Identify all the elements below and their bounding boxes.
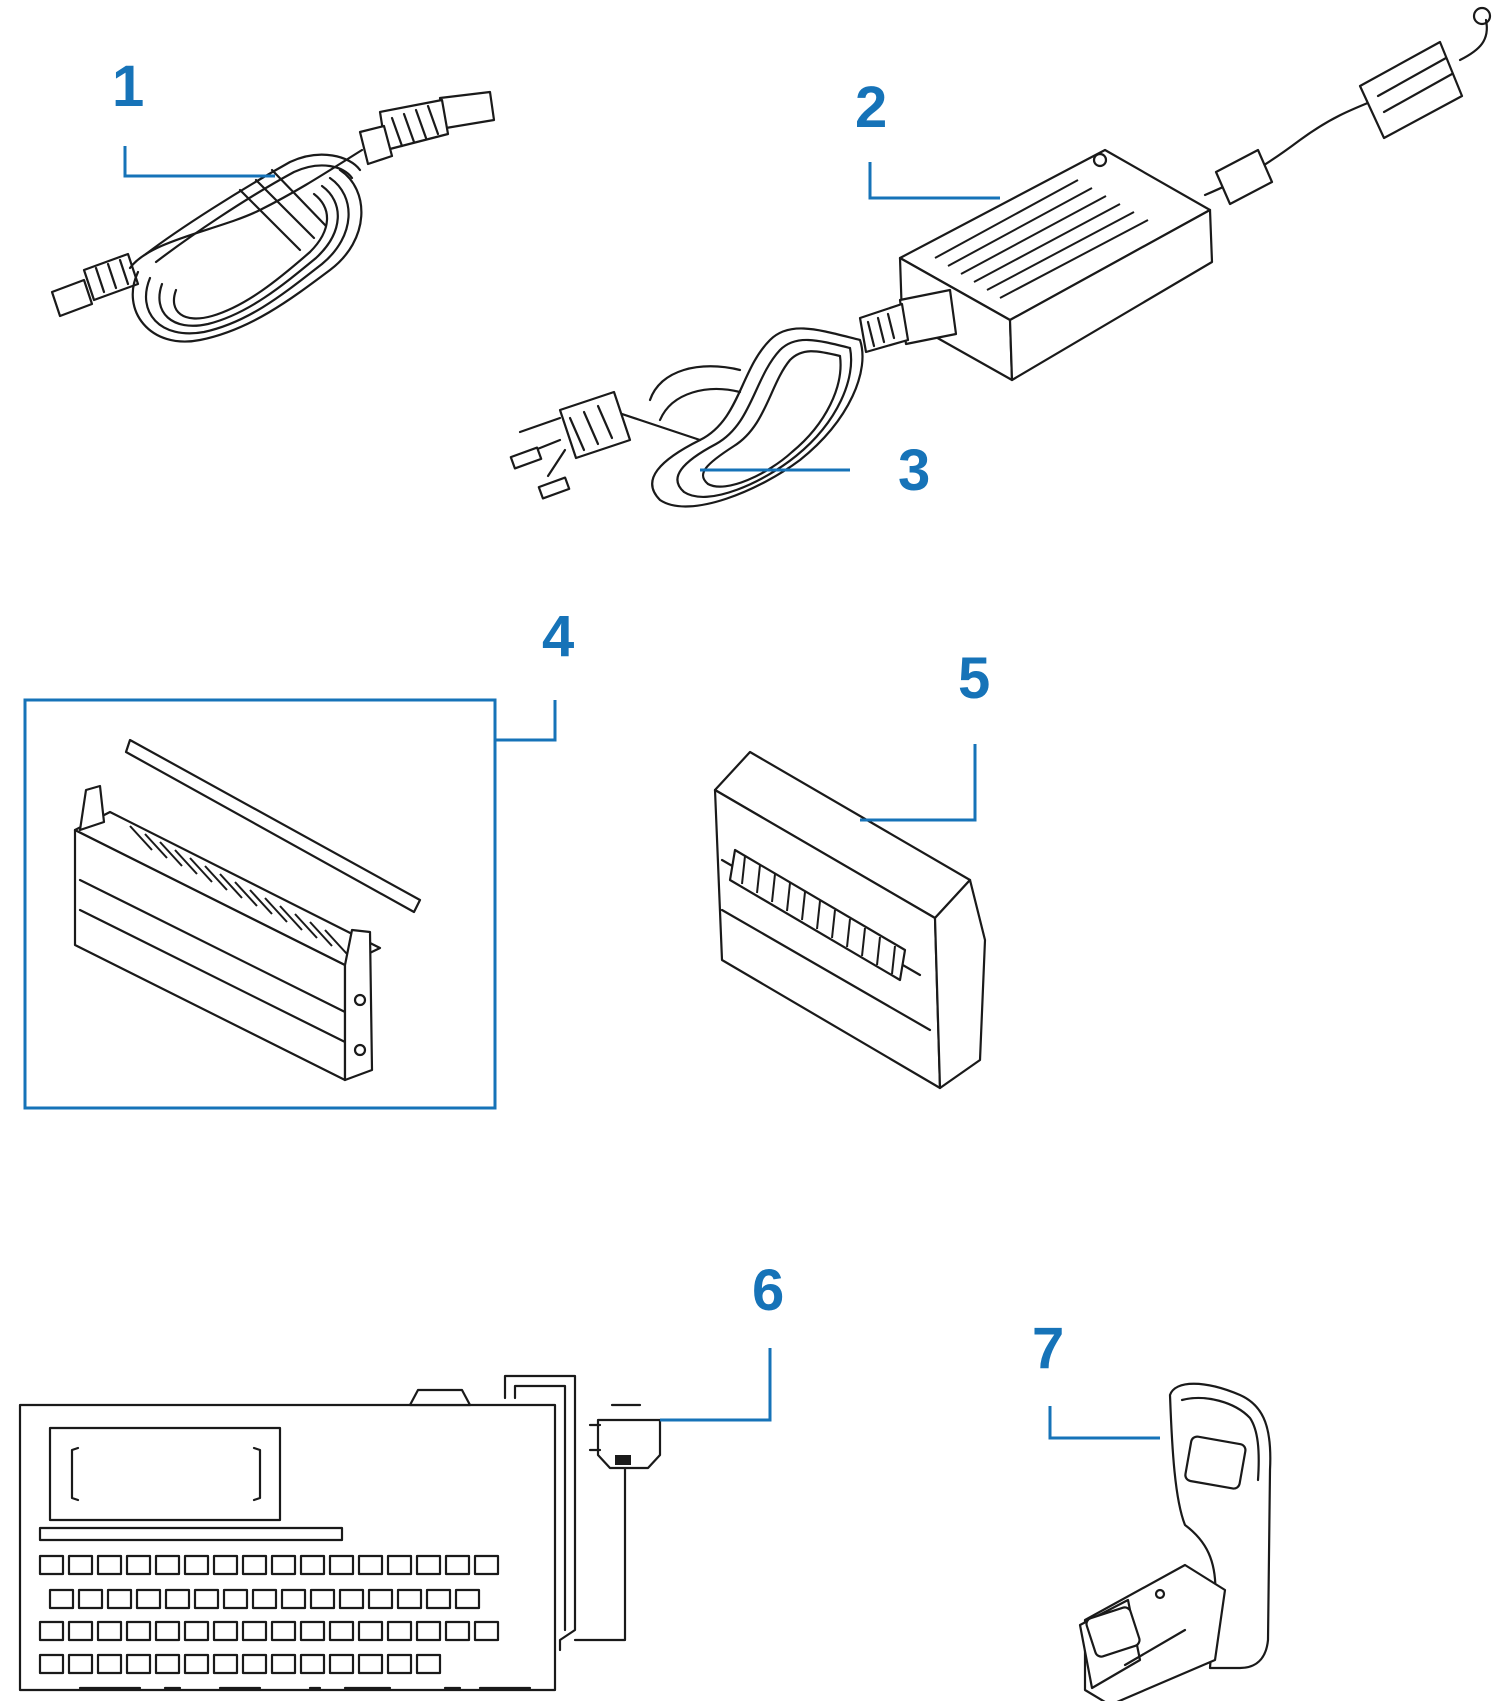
kdu-key bbox=[125, 1620, 152, 1642]
kdu-key bbox=[241, 1653, 268, 1675]
kdu-key bbox=[386, 1620, 413, 1642]
kdu-key bbox=[357, 1653, 384, 1675]
kdu-key bbox=[96, 1620, 123, 1642]
leader-7 bbox=[1048, 1406, 1160, 1440]
cutter-module-icon bbox=[713, 750, 987, 1090]
kdu-key bbox=[106, 1588, 133, 1610]
item-4-frame bbox=[23, 698, 497, 1110]
kdu-key bbox=[270, 1620, 297, 1642]
kdu-key bbox=[96, 1554, 123, 1576]
kdu-key bbox=[67, 1554, 94, 1576]
kdu-key bbox=[38, 1620, 65, 1642]
kdu-key bbox=[328, 1620, 355, 1642]
kdu-key bbox=[386, 1653, 413, 1675]
kdu-key bbox=[415, 1620, 442, 1642]
callout-4: 4 bbox=[542, 604, 574, 669]
kdu-key bbox=[154, 1620, 181, 1642]
kdu-key bbox=[328, 1653, 355, 1675]
kdu-key bbox=[280, 1588, 307, 1610]
kdu-key bbox=[473, 1554, 500, 1576]
kdu-key bbox=[425, 1588, 452, 1610]
kdu-key bbox=[473, 1620, 500, 1642]
leader-6 bbox=[660, 1348, 772, 1422]
usb-cable-icon bbox=[50, 90, 496, 343]
kdu-key bbox=[183, 1620, 210, 1642]
kdu-key bbox=[212, 1653, 239, 1675]
callout-5: 5 bbox=[958, 646, 990, 711]
kdu-key bbox=[299, 1620, 326, 1642]
kdu-key bbox=[212, 1620, 239, 1642]
kdu-key bbox=[270, 1653, 297, 1675]
kdu-key bbox=[67, 1620, 94, 1642]
kdu-key bbox=[338, 1588, 365, 1610]
kdu-key bbox=[396, 1588, 423, 1610]
kdu-key bbox=[357, 1554, 384, 1576]
kdu-key bbox=[454, 1588, 481, 1610]
kdu-key bbox=[386, 1554, 413, 1576]
kdu-key bbox=[367, 1588, 394, 1610]
kdu-key bbox=[444, 1620, 471, 1642]
leader-4 bbox=[495, 700, 557, 742]
kdu-key bbox=[154, 1554, 181, 1576]
kdu-key bbox=[183, 1554, 210, 1576]
kdu-key bbox=[444, 1554, 471, 1576]
leader-lines bbox=[123, 146, 1160, 1440]
kdu-key bbox=[77, 1588, 104, 1610]
kdu-key bbox=[415, 1653, 442, 1675]
callout-2: 2 bbox=[855, 75, 887, 140]
kdu-key bbox=[328, 1554, 355, 1576]
callout-3: 3 bbox=[898, 438, 930, 503]
kdu-key bbox=[357, 1620, 384, 1642]
kdu-key bbox=[183, 1653, 210, 1675]
leader-1 bbox=[123, 146, 275, 178]
keyboard-display-unit-icon bbox=[18, 1374, 662, 1692]
leader-2 bbox=[868, 162, 1000, 200]
kdu-key bbox=[125, 1653, 152, 1675]
kdu-key bbox=[222, 1588, 249, 1610]
callout-6: 6 bbox=[752, 1258, 784, 1323]
kdu-key bbox=[125, 1554, 152, 1576]
kdu-key bbox=[212, 1554, 239, 1576]
kdu-key bbox=[67, 1653, 94, 1675]
kdu-key bbox=[135, 1588, 162, 1610]
kdu-key bbox=[154, 1653, 181, 1675]
leader-5 bbox=[860, 744, 977, 822]
kdu-key bbox=[96, 1653, 123, 1675]
kdu-key bbox=[164, 1588, 191, 1610]
power-adapter-icon bbox=[898, 6, 1492, 382]
kdu-key bbox=[38, 1653, 65, 1675]
callout-1: 1 bbox=[112, 54, 144, 119]
kdu-key bbox=[48, 1588, 75, 1610]
kdu-bracket-icon bbox=[1078, 1382, 1272, 1701]
kdu-key bbox=[251, 1588, 278, 1610]
kdu-key bbox=[415, 1554, 442, 1576]
callout-7: 7 bbox=[1032, 1316, 1064, 1381]
kdu-key bbox=[193, 1588, 220, 1610]
kdu-key bbox=[38, 1554, 65, 1576]
kdu-key bbox=[241, 1620, 268, 1642]
peeler-module-icon bbox=[73, 738, 422, 1082]
kdu-key bbox=[309, 1588, 336, 1610]
kdu-key bbox=[270, 1554, 297, 1576]
kdu-key bbox=[299, 1554, 326, 1576]
callout-labels: 1 2 3 4 5 6 7 bbox=[112, 54, 1064, 1381]
kdu-key-grid bbox=[38, 1554, 532, 1690]
kdu-key bbox=[299, 1653, 326, 1675]
power-cord-icon bbox=[509, 302, 910, 508]
kdu-key bbox=[241, 1554, 268, 1576]
